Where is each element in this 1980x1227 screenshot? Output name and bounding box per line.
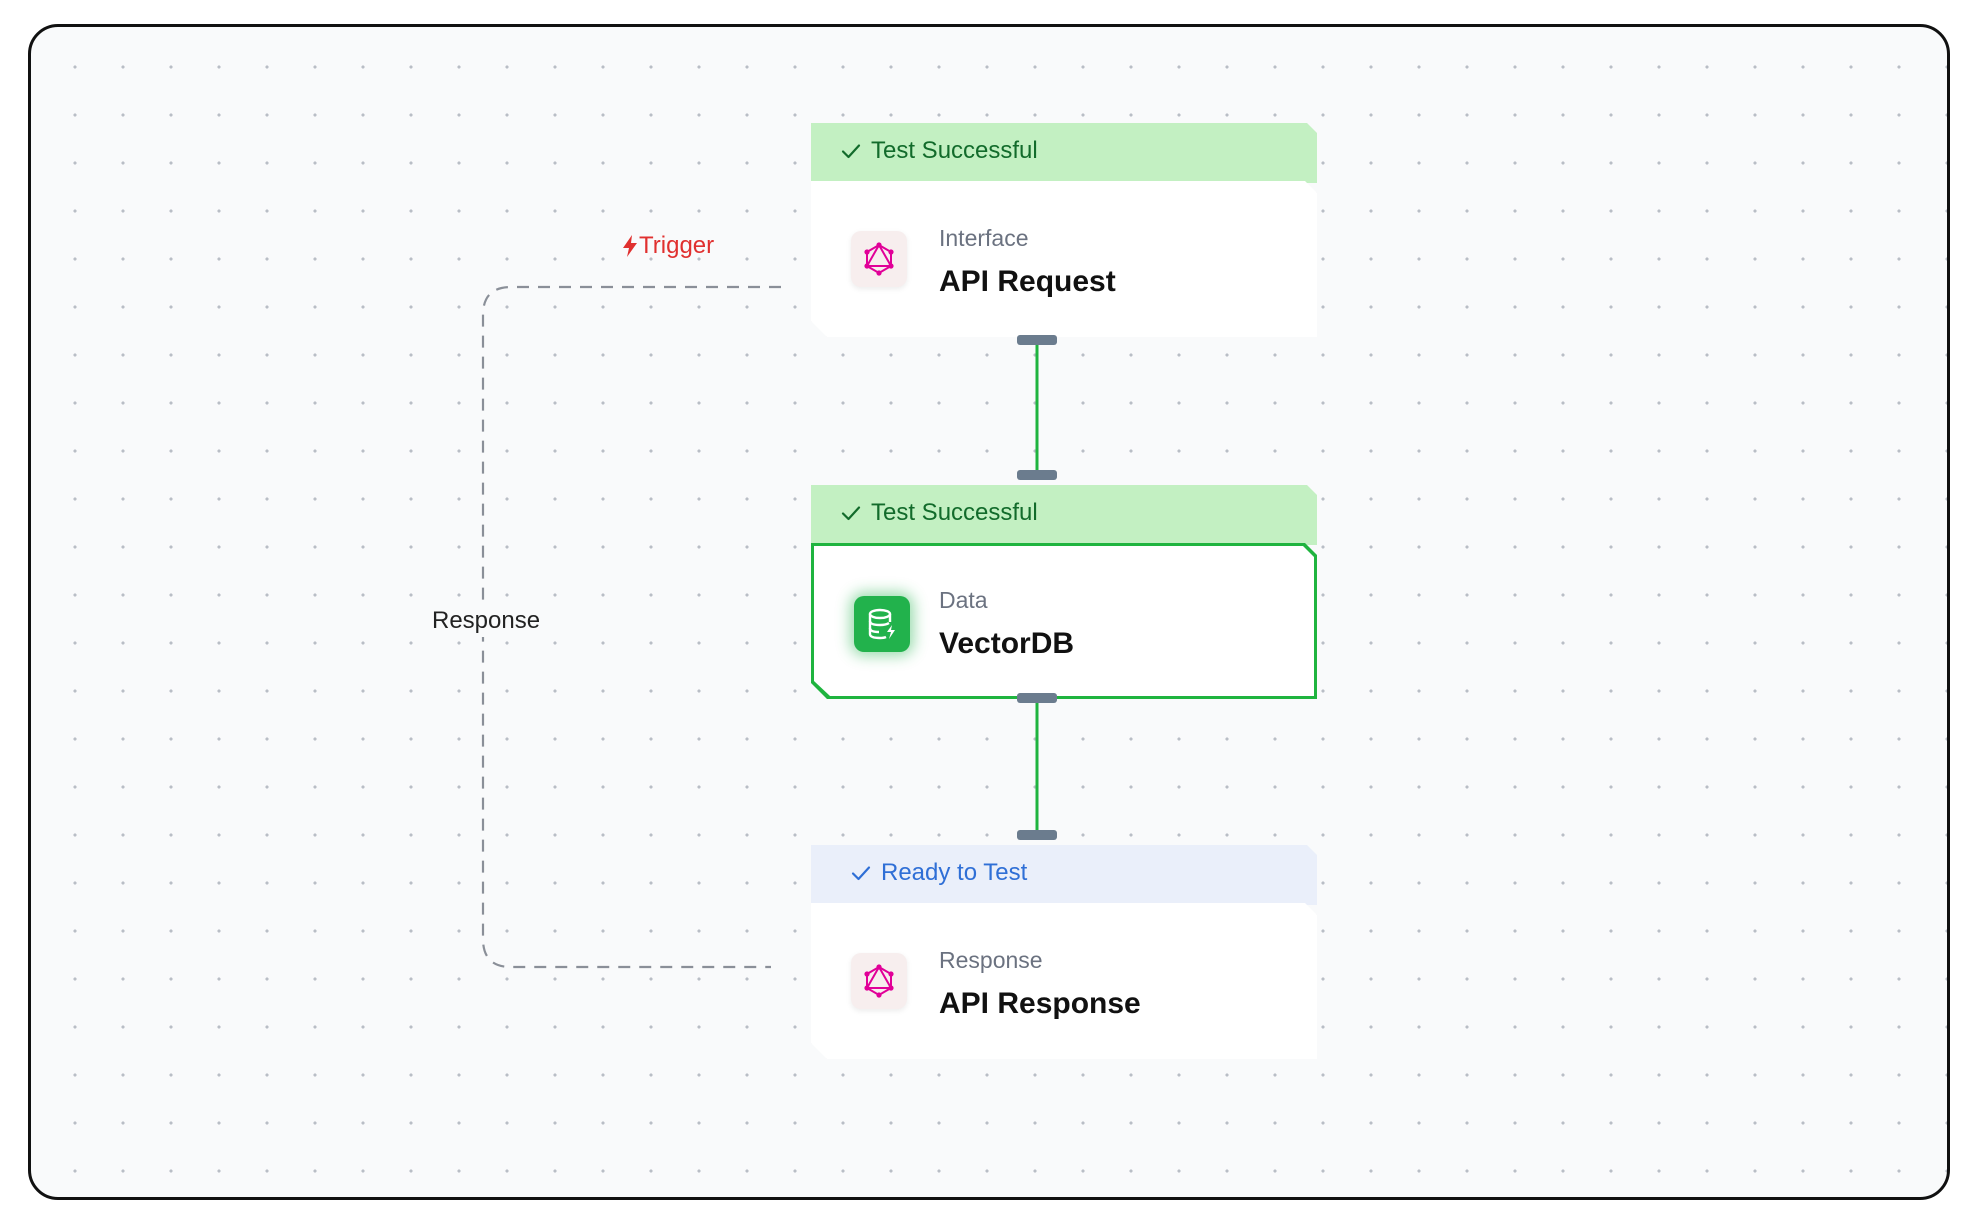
status-text: Test Successful [871,499,1038,526]
node-card[interactable]: Data VectorDB [811,543,1317,699]
response-edge-label: Response [428,605,545,637]
check-icon [841,144,861,159]
graphql-icon [851,231,907,287]
output-handle[interactable] [1017,693,1057,703]
graphql-icon [851,953,907,1009]
trigger-label-text: Trigger [639,232,715,259]
input-handle[interactable] [1017,830,1057,840]
status-banner: Ready to Test [811,845,1317,905]
check-icon [851,866,871,881]
input-handle[interactable] [1017,470,1057,480]
trigger-edge-label: Trigger [621,232,714,260]
edges-layer [481,285,1039,969]
lightning-icon [623,235,637,257]
check-icon [841,506,861,521]
output-handle[interactable] [1017,335,1057,345]
database-icon [854,596,910,652]
node-title: API Response [939,987,1141,1020]
status-text: Ready to Test [881,859,1028,886]
status-banner: Test Successful [811,123,1317,183]
node-category: Response [939,947,1043,973]
node-title: VectorDB [939,627,1075,660]
node-card[interactable]: Interface API Request [811,181,1317,337]
node-title: API Request [939,265,1116,298]
node-category: Data [939,587,988,613]
node-category: Interface [939,225,1029,251]
workflow-canvas[interactable]: Trigger Response Test Successful [28,24,1950,1200]
status-banner: Test Successful [811,485,1317,545]
node-card[interactable]: Response API Response [811,903,1317,1059]
response-loop-edge[interactable] [481,285,781,969]
status-text: Test Successful [871,137,1038,164]
